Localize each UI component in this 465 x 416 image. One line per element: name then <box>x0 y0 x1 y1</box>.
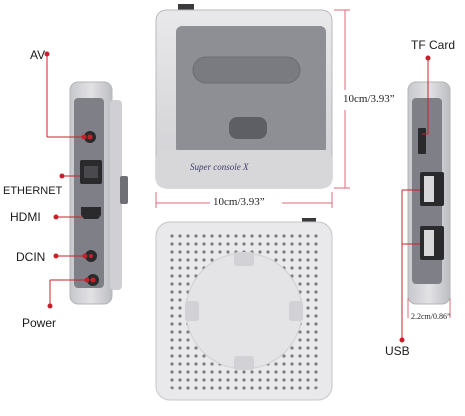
width-dimension <box>155 192 333 208</box>
dcin-label: DCIN <box>16 250 46 264</box>
width-dimension-label: 10cm/3.93” <box>213 196 265 208</box>
console-top-view <box>155 4 333 189</box>
height-dimension-label: 10cm/3.93” <box>343 93 395 105</box>
left-leader-lines <box>44 51 90 309</box>
ethernet-label: ETHERNET <box>3 185 63 197</box>
hdmi-label: HDMI <box>10 210 41 224</box>
av-label: AV <box>30 48 46 62</box>
height-dimension <box>334 9 350 189</box>
power-label: Power <box>22 316 57 330</box>
console-bottom-view <box>155 218 333 401</box>
depth-dimension-label: 2.2cm/0.86” <box>411 312 451 321</box>
tf-card-slot-icon <box>418 128 426 154</box>
console-right-side-view <box>407 81 451 305</box>
usb-label: USB <box>385 344 410 358</box>
hdmi-port-icon <box>81 207 101 219</box>
depth-dimension <box>407 298 451 318</box>
product-name: Super console X <box>190 162 249 172</box>
right-leader-lines <box>399 55 431 343</box>
console-left-side-view <box>69 81 128 305</box>
tf-card-label: TF Card <box>411 38 456 52</box>
